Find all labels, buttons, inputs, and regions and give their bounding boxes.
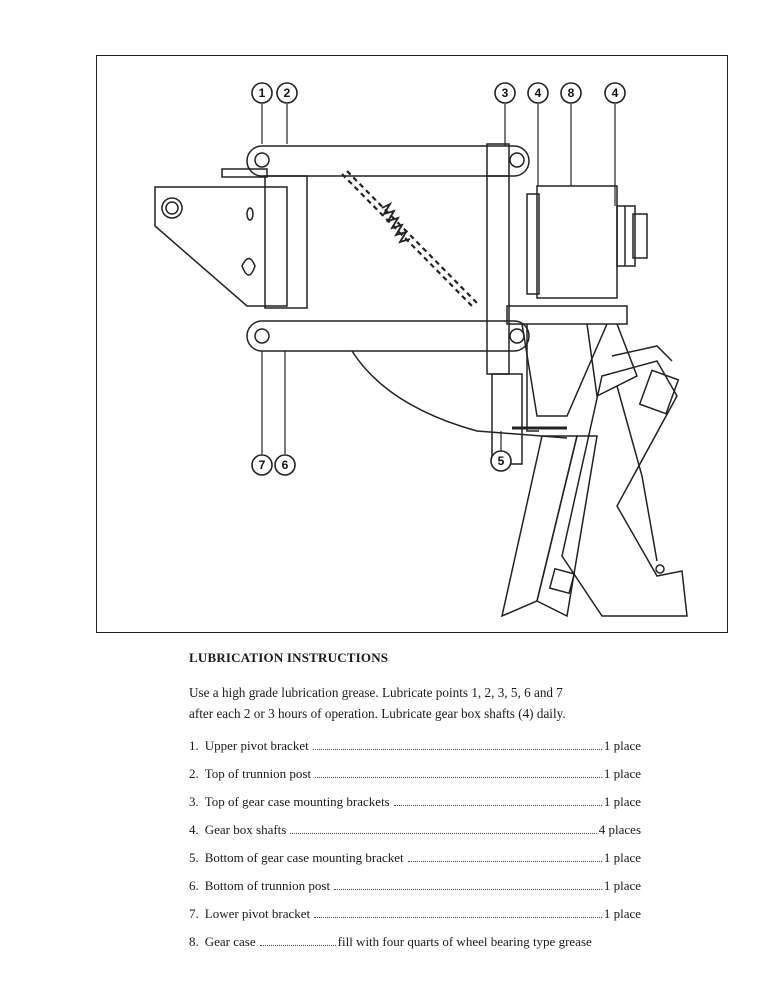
- item-text: Upper pivot bracket: [204, 738, 309, 753]
- item-text: Bottom of gear case mounting bracket: [204, 850, 404, 865]
- item-number: 8.: [189, 934, 199, 949]
- list-item: 6. Bottom of trunnion post 1 place: [189, 878, 641, 906]
- dot-leader: [334, 889, 602, 890]
- dot-leader: [312, 749, 602, 750]
- callout-3: 3: [502, 86, 509, 100]
- item-quantity: 1 place: [603, 850, 641, 865]
- figure-frame: 1 2 3 4 8 4 7 6 5: [96, 55, 728, 633]
- lubrication-points-list: 1. Upper pivot bracket 1 place 2. Top of…: [189, 738, 641, 962]
- list-item: 3. Top of gear case mounting brackets 1 …: [189, 794, 641, 822]
- callout-1: 1: [259, 86, 266, 100]
- mounting-plate: [154, 186, 288, 307]
- item-quantity: 1 place: [603, 906, 641, 921]
- item-quantity: 1 place: [603, 766, 641, 781]
- gear-case: [536, 185, 618, 299]
- dot-leader: [314, 917, 602, 918]
- list-item: 2. Top of trunnion post 1 place: [189, 766, 641, 794]
- list-item: 5. Bottom of gear case mounting bracket …: [189, 850, 641, 878]
- item-number: 5.: [189, 850, 199, 865]
- callout-6: 6: [282, 458, 289, 472]
- item-quantity: 4 places: [598, 822, 641, 837]
- machine-diagram: 1 2 3 4 8 4 7 6 5: [154, 82, 688, 618]
- item-quantity: 1 place: [603, 738, 641, 753]
- blade-rear: [561, 360, 688, 617]
- callout-5: 5: [498, 454, 505, 468]
- list-item: 1. Upper pivot bracket 1 place: [189, 738, 641, 766]
- trunnion-post: [486, 143, 510, 375]
- intro-paragraph: Use a high grade lubrication grease. Lub…: [189, 682, 649, 724]
- upper-pivot-link: [246, 145, 530, 177]
- lower-pivot-link: [246, 320, 530, 352]
- item-quantity: fill with four quarts of wheel bearing t…: [337, 934, 592, 949]
- intro-line-1: Use a high grade lubrication grease. Lub…: [189, 685, 563, 700]
- item-quantity: 1 place: [603, 878, 641, 893]
- dot-leader: [290, 833, 597, 834]
- list-item: 8. Gear case fill with four quarts of wh…: [189, 934, 641, 962]
- item-number: 3.: [189, 794, 199, 809]
- item-number: 7.: [189, 906, 199, 921]
- item-text: Lower pivot bracket: [204, 906, 311, 921]
- spring: [381, 201, 411, 244]
- item-text: Top of trunnion post: [204, 766, 312, 781]
- dot-leader: [393, 805, 602, 806]
- callout-4a: 4: [535, 86, 542, 100]
- dot-leader: [259, 945, 336, 946]
- list-item: 4. Gear box shafts 4 places: [189, 822, 641, 850]
- item-quantity: 1 place: [603, 794, 641, 809]
- item-number: 1.: [189, 738, 199, 753]
- item-number: 4.: [189, 822, 199, 837]
- section-heading: LUBRICATION INSTRUCTIONS: [189, 650, 389, 665]
- item-number: 6.: [189, 878, 199, 893]
- item-text: Bottom of trunnion post: [204, 878, 331, 893]
- item-number: 2.: [189, 766, 199, 781]
- callout-7: 7: [259, 458, 266, 472]
- item-text: Top of gear case mounting brackets: [204, 794, 390, 809]
- list-item: 7. Lower pivot bracket 1 place: [189, 906, 641, 934]
- item-text: Gear box shafts: [204, 822, 287, 837]
- dot-leader: [315, 777, 602, 778]
- callout-4b: 4: [612, 86, 619, 100]
- callout-2: 2: [284, 86, 291, 100]
- item-text: Gear case: [204, 934, 256, 949]
- intro-line-2: after each 2 or 3 hours of operation. Lu…: [189, 706, 566, 721]
- dot-leader: [407, 861, 602, 862]
- callout-8: 8: [568, 86, 575, 100]
